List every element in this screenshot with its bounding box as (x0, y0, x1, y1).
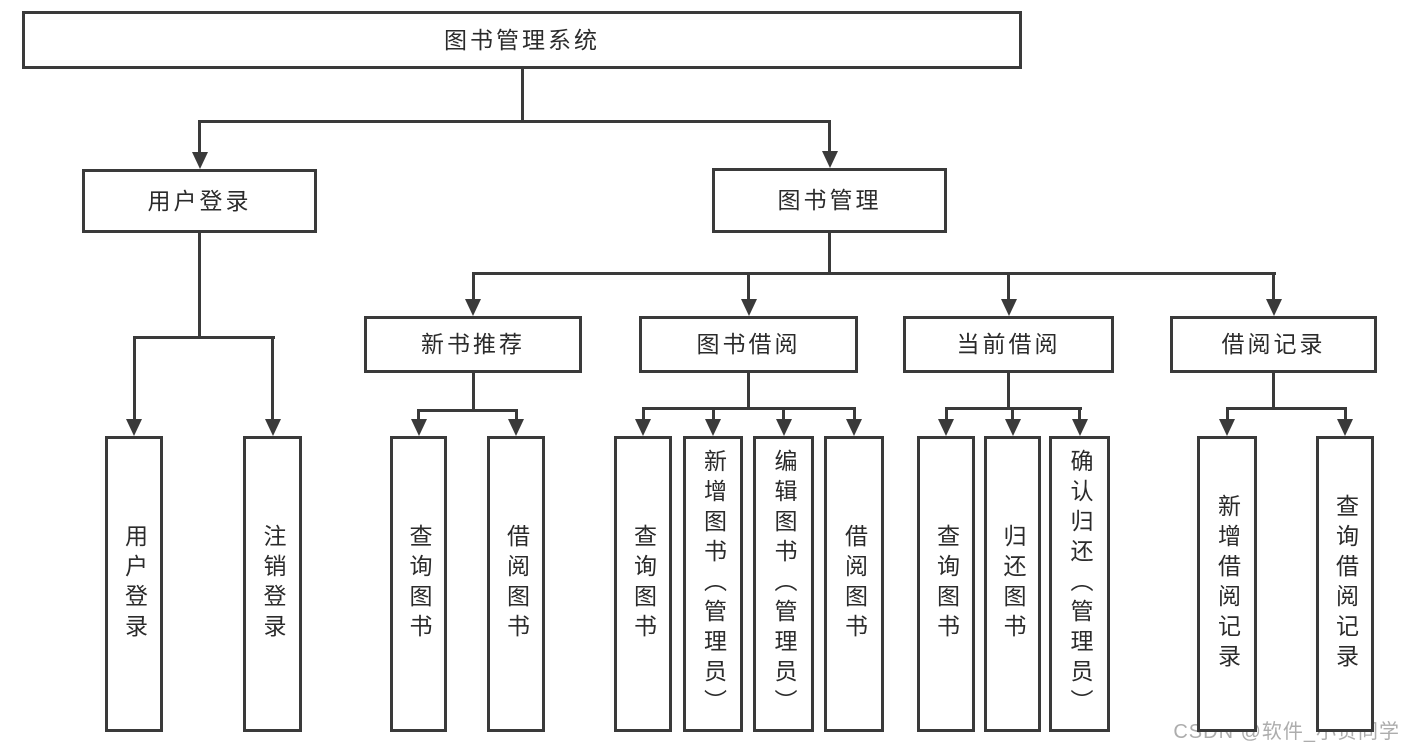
connector-line (853, 408, 856, 419)
connector-line (1226, 407, 1347, 410)
connector-line (1011, 408, 1014, 419)
arrow-down-icon (1337, 419, 1353, 436)
connector-line (417, 410, 420, 419)
connector-line (1272, 373, 1275, 410)
connector-line (747, 273, 750, 299)
node-leaf-query-borrow-record: 查询借阅记录 (1316, 436, 1374, 732)
connector-line (1007, 373, 1010, 410)
connector-line (945, 408, 948, 419)
connector-line (712, 408, 715, 419)
arrow-down-icon (1219, 419, 1235, 436)
node-label-leaf-add-borrow-record: 新增借阅记录 (1214, 494, 1241, 674)
arrow-down-icon (635, 419, 651, 436)
node-label-leaf-user-login: 用户登录 (121, 524, 148, 644)
connector-line (642, 408, 645, 419)
connector-line (472, 272, 1276, 275)
node-leaf-query-books-2: 查询图书 (614, 436, 672, 732)
connector-line (133, 336, 275, 339)
node-leaf-add-borrow-record: 新增借阅记录 (1197, 436, 1257, 732)
node-label-book-management: 图书管理 (777, 187, 882, 213)
node-leaf-borrow-books-2: 借阅图书 (824, 436, 884, 732)
arrow-down-icon (1001, 299, 1017, 316)
node-label-leaf-add-book-admin: 新增图书（管理员） (700, 449, 727, 719)
connector-line (472, 273, 475, 299)
node-label-book-borrowing: 图书借阅 (696, 331, 801, 357)
node-label-user-login: 用户登录 (147, 187, 252, 214)
node-leaf-user-login: 用户登录 (105, 436, 163, 732)
arrow-down-icon (822, 151, 838, 168)
arrow-down-icon (265, 419, 281, 436)
node-label-leaf-borrow-books-1: 借阅图书 (503, 524, 530, 644)
node-leaf-query-books-3: 查询图书 (917, 436, 975, 732)
connector-line (1344, 408, 1347, 419)
connector-line (521, 69, 524, 123)
node-label-leaf-query-books-1: 查询图书 (406, 524, 432, 644)
connector-line (198, 121, 201, 152)
arrow-down-icon (776, 419, 792, 436)
arrow-down-icon (508, 419, 524, 436)
node-label-system-root: 图书管理系统 (444, 26, 600, 53)
node-leaf-edit-book-admin: 编辑图书（管理员） (753, 436, 814, 732)
node-label-leaf-return-book: 归还图书 (1000, 524, 1026, 644)
node-leaf-logout: 注销登录 (243, 436, 302, 732)
arrow-down-icon (1005, 419, 1021, 436)
arrow-down-icon (705, 419, 721, 436)
node-user-login: 用户登录 (82, 169, 317, 233)
node-leaf-return-book: 归还图书 (984, 436, 1041, 732)
node-label-leaf-query-books-3: 查询图书 (933, 524, 960, 644)
connector-line (198, 233, 201, 339)
arrow-down-icon (192, 152, 208, 169)
node-new-book-recommend: 新书推荐 (364, 316, 582, 373)
arrow-down-icon (846, 419, 862, 436)
node-label-leaf-borrow-books-2: 借阅图书 (841, 524, 868, 644)
node-book-management: 图书管理 (712, 168, 947, 233)
connector-line (1226, 408, 1229, 419)
connector-line (472, 373, 475, 412)
node-label-leaf-query-books-2: 查询图书 (630, 524, 657, 644)
connector-line (782, 408, 785, 419)
arrow-down-icon (411, 419, 427, 436)
arrow-down-icon (741, 299, 757, 316)
node-leaf-borrow-books-1: 借阅图书 (487, 436, 545, 732)
connector-line (133, 337, 136, 419)
node-label-current-borrowing: 当前借阅 (956, 331, 1061, 357)
arrow-down-icon (126, 419, 142, 436)
node-system-root: 图书管理系统 (22, 11, 1022, 69)
node-label-leaf-confirm-return-admin: 确认归还（管理员） (1067, 449, 1093, 719)
connector-line (515, 410, 518, 419)
connector-line (828, 121, 831, 151)
connector-line (828, 233, 831, 275)
arrow-down-icon (465, 299, 481, 316)
connector-line (747, 373, 750, 410)
node-label-new-book-recommend: 新书推荐 (421, 331, 525, 357)
node-book-borrowing: 图书借阅 (639, 316, 858, 373)
connector-line (1272, 273, 1275, 299)
node-label-leaf-edit-book-admin: 编辑图书（管理员） (771, 449, 797, 719)
node-label-borrowing-records: 借阅记录 (1221, 331, 1326, 357)
arrow-down-icon (1072, 419, 1088, 436)
node-leaf-add-book-admin: 新增图书（管理员） (683, 436, 743, 732)
node-label-leaf-logout: 注销登录 (260, 524, 286, 644)
connector-line (1007, 273, 1010, 299)
arrow-down-icon (938, 419, 954, 436)
connector-line (417, 409, 518, 412)
node-leaf-confirm-return-admin: 确认归还（管理员） (1049, 436, 1110, 732)
node-label-leaf-query-borrow-record: 查询借阅记录 (1332, 494, 1359, 674)
node-current-borrowing: 当前借阅 (903, 316, 1114, 373)
connector-line (642, 407, 856, 410)
connector-line (271, 337, 274, 419)
node-leaf-query-books-1: 查询图书 (390, 436, 447, 732)
connector-line (1078, 408, 1081, 419)
node-borrowing-records: 借阅记录 (1170, 316, 1377, 373)
arrow-down-icon (1266, 299, 1282, 316)
connector-line (198, 120, 831, 123)
